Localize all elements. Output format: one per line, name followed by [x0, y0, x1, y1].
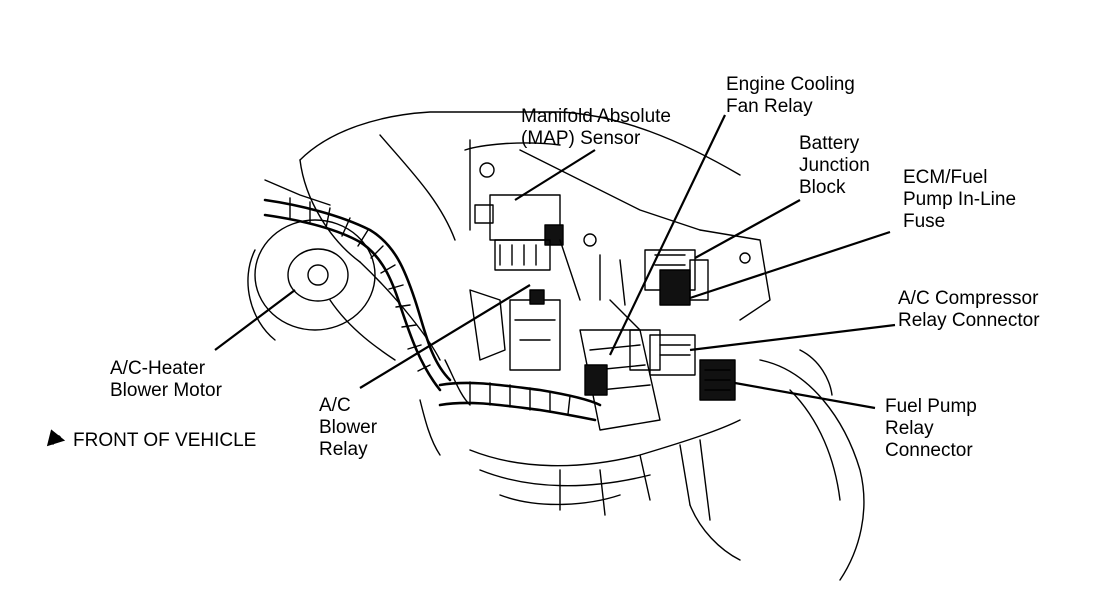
leader-battery-junction [694, 199, 801, 259]
label-battery-junction-line-2: Junction [799, 155, 870, 176]
leader-ac-heater-motor [214, 289, 296, 351]
label-fuel-pump-relay-line-3: Connector [885, 440, 973, 461]
label-ac-heater-motor: A/C-Heater Blower Motor [110, 358, 222, 402]
label-fuel-pump-relay: Fuel Pump Relay Connector [885, 396, 977, 462]
label-ac-blower-relay: A/C Blower Relay [319, 395, 377, 461]
label-cooling-fan-relay: Engine Cooling Fan Relay [726, 74, 855, 118]
label-battery-junction: Battery Junction Block [799, 133, 870, 199]
label-ac-heater-motor-line-2: Blower Motor [110, 380, 222, 401]
label-ac-compressor-line-1: A/C Compressor [898, 288, 1039, 309]
label-ecm-fuse: ECM/Fuel Pump In-Line Fuse [903, 167, 1016, 233]
label-ac-compressor: A/C Compressor Relay Connector [898, 288, 1040, 332]
arrow-down-left-icon [46, 429, 66, 447]
label-ac-blower-relay-line-2: Blower [319, 417, 378, 438]
label-fuel-pump-relay-line-1: Fuel Pump [885, 396, 977, 417]
leader-lines [214, 114, 896, 410]
label-ac-blower-relay-line-3: Relay [319, 439, 368, 460]
label-map-sensor: Manifold Absolute (MAP) Sensor [521, 106, 671, 150]
label-front-of-vehicle: FRONT OF VEHICLE [73, 430, 257, 451]
label-ecm-fuse-line-3: Fuse [903, 211, 946, 232]
leader-fuel-pump-relay [734, 381, 876, 410]
leader-ecm-fuse [689, 230, 891, 300]
leader-ac-blower-relay [359, 284, 531, 389]
label-battery-junction-line-3: Block [799, 177, 846, 198]
engine-drawing [247, 111, 865, 581]
leader-ac-compressor [689, 323, 896, 352]
label-battery-junction-line-1: Battery [799, 133, 860, 154]
label-fuel-pump-relay-line-2: Relay [885, 418, 934, 439]
label-cooling-fan-relay-line-1: Engine Cooling [726, 74, 855, 95]
label-ac-blower-relay-line-1: A/C [319, 395, 351, 416]
label-ac-heater-motor-line-1: A/C-Heater [110, 358, 206, 379]
label-ac-compressor-line-2: Relay Connector [898, 310, 1040, 331]
leader-cooling-fan-relay [609, 114, 726, 356]
label-ecm-fuse-line-1: ECM/Fuel [903, 167, 988, 188]
leader-map-sensor [514, 149, 596, 201]
label-cooling-fan-relay-line-2: Fan Relay [726, 96, 813, 117]
label-map-sensor-line-1: Manifold Absolute [521, 106, 671, 127]
label-ecm-fuse-line-2: Pump In-Line [903, 189, 1017, 210]
label-map-sensor-line-2: (MAP) Sensor [521, 128, 641, 149]
